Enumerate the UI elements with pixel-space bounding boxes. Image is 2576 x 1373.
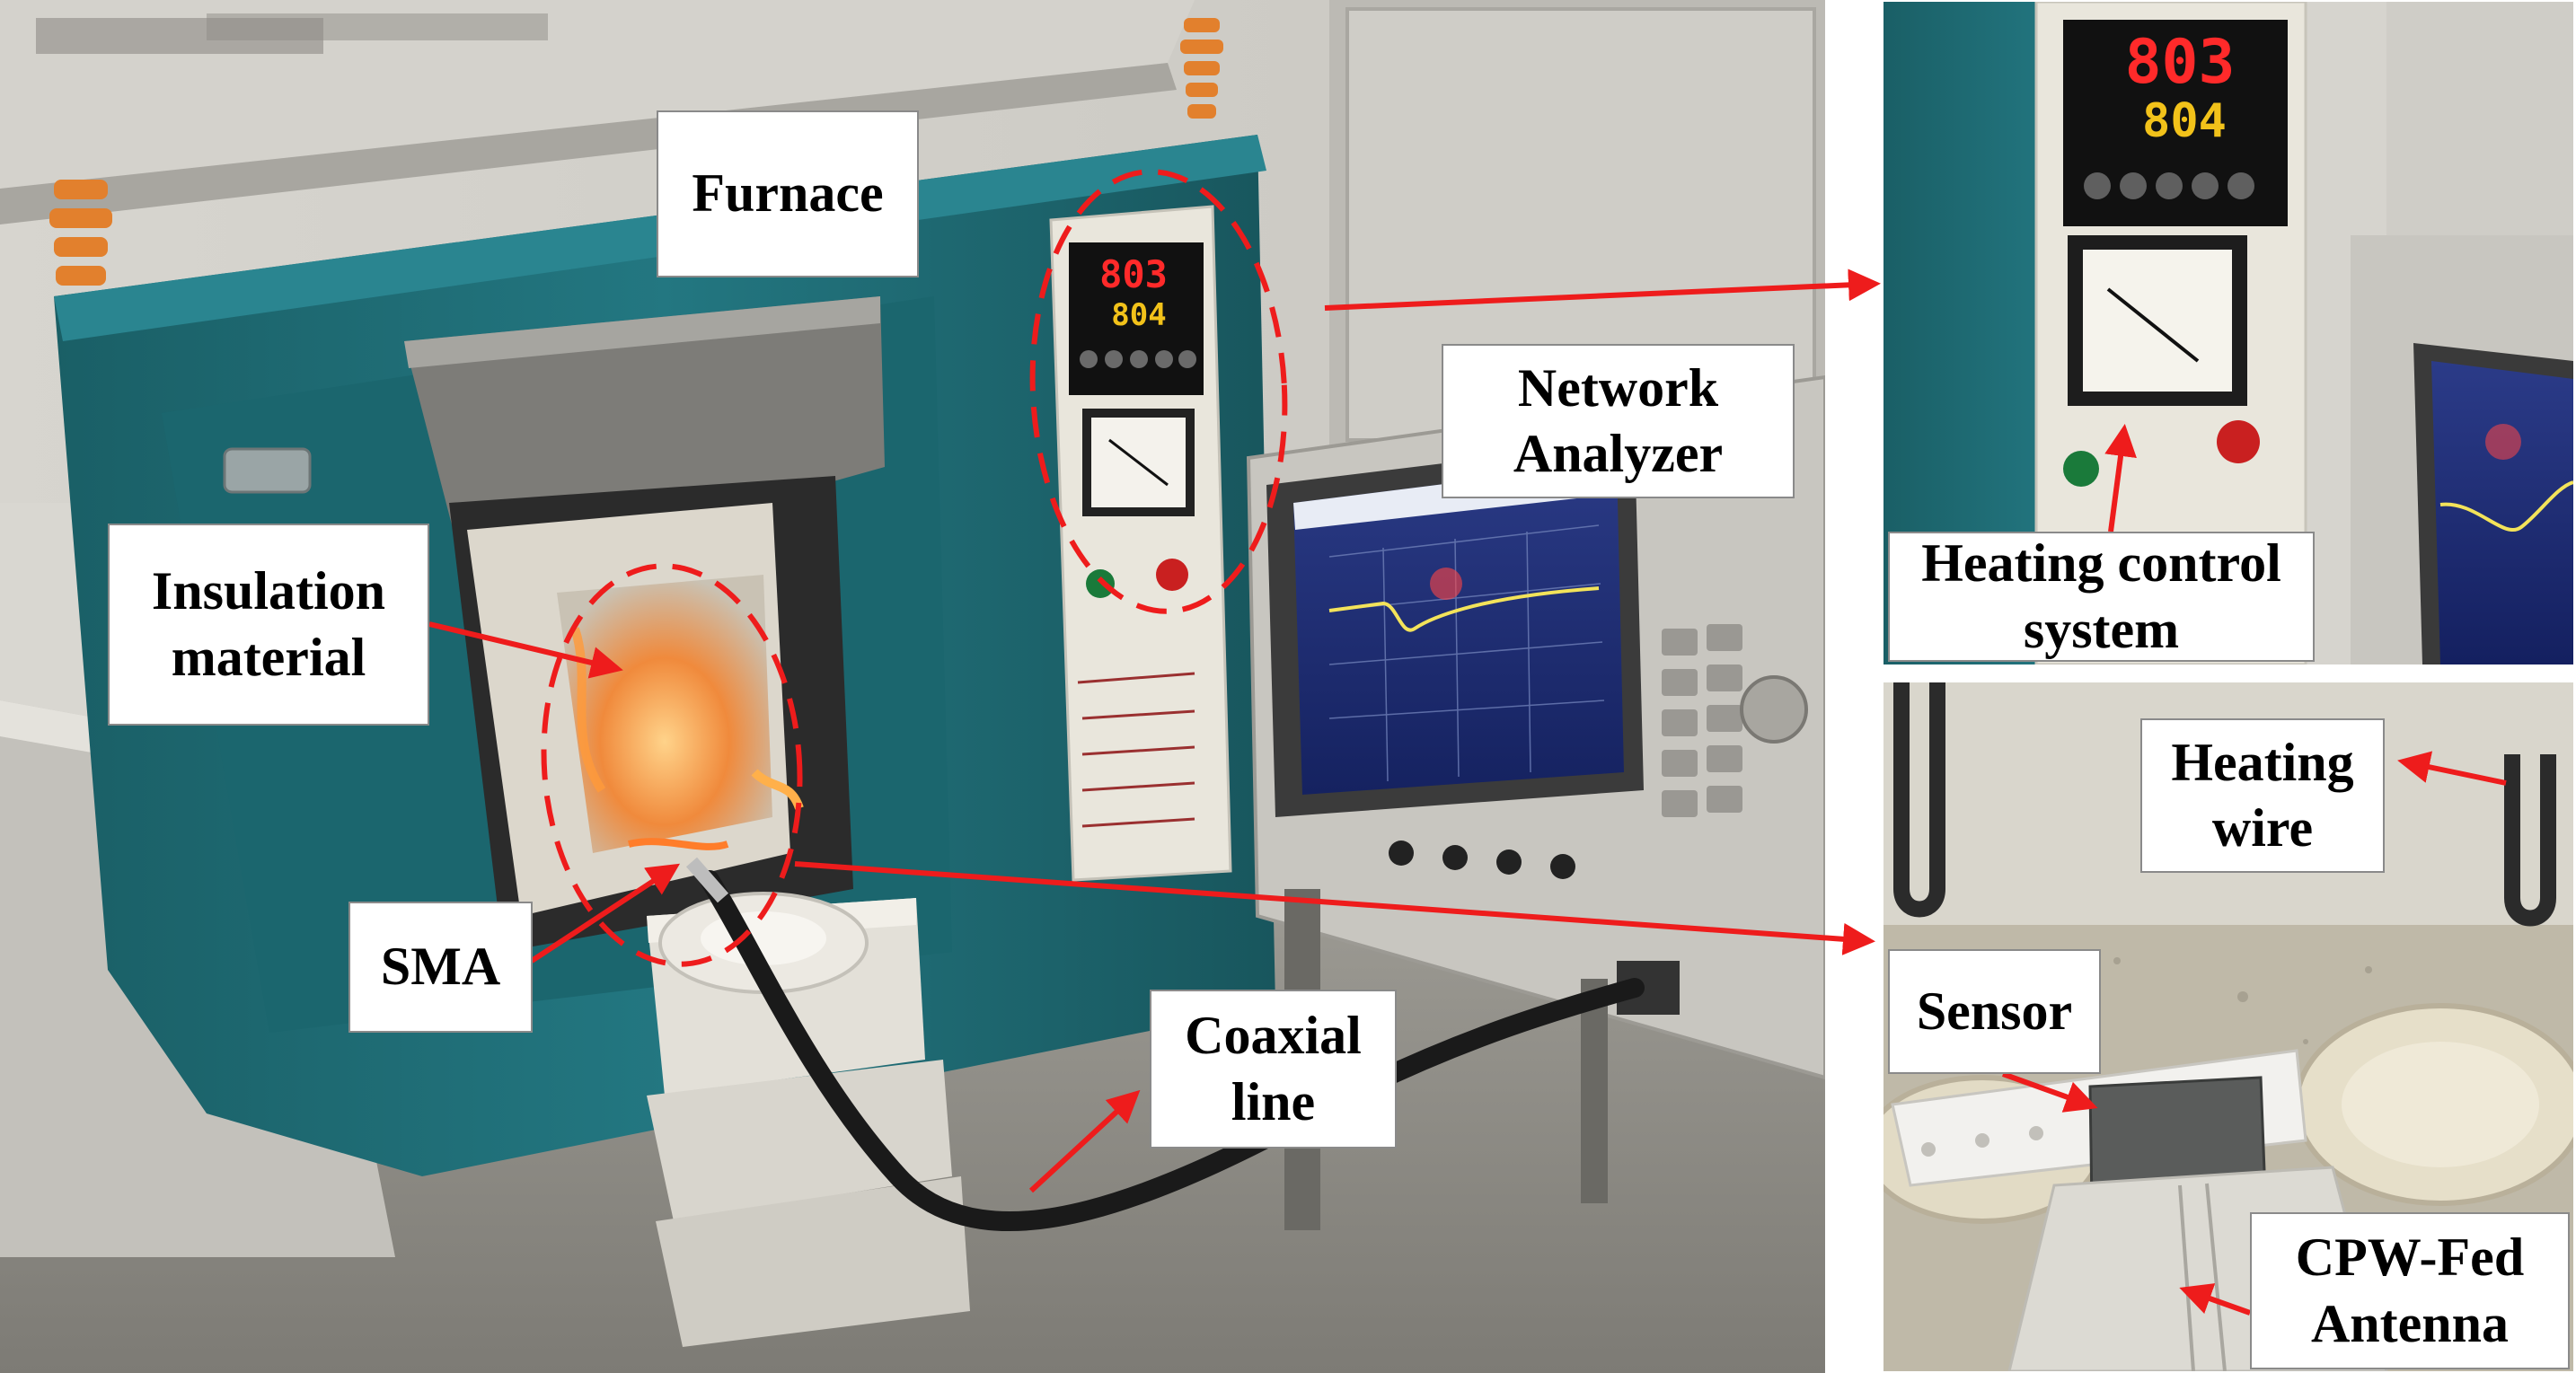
label-heating-control-line2: system (2023, 599, 2180, 659)
label-sma: SMA (348, 902, 533, 1033)
insulator-right (1180, 18, 1223, 119)
temp-main-readout: 803 (1099, 252, 1168, 296)
label-insulation-line2: material (171, 627, 366, 687)
inset-temp-main-readout: 803 (2125, 27, 2236, 98)
label-sma-text: SMA (380, 937, 501, 997)
label-sensor: Sensor (1888, 949, 2101, 1074)
label-coaxial-line2: line (1231, 1071, 1316, 1131)
label-heating-wire: Heating wire (2140, 718, 2385, 873)
label-heating-control-system: Heating control system (1888, 532, 2315, 662)
label-heating-wire-line2: wire (2211, 798, 2314, 858)
label-insulation-material: Insulation material (108, 524, 429, 726)
label-network-analyzer: Network Analyzer (1442, 344, 1795, 498)
label-cpw-line2: Antenna (2310, 1293, 2510, 1353)
label-network-analyzer-line2: Analyzer (1513, 424, 1724, 483)
label-heating-wire-line1: Heating (2171, 732, 2354, 792)
temp-set-readout: 804 (1111, 297, 1166, 333)
label-cpw-fed-antenna: CPW-Fed Antenna (2250, 1212, 2570, 1369)
label-insulation-line1: Insulation (151, 561, 386, 621)
label-furnace: Furnace (657, 110, 919, 277)
label-network-analyzer-line1: Network (1517, 357, 1719, 418)
label-coaxial-line: Coaxial line (1150, 990, 1397, 1149)
label-cpw-line1: CPW-Fed (2295, 1228, 2525, 1288)
label-sensor-text: Sensor (1916, 981, 2073, 1041)
label-coaxial-line1: Coaxial (1185, 1006, 1362, 1066)
label-furnace-text: Furnace (692, 163, 884, 224)
inset-temp-set-readout: 804 (2142, 94, 2227, 148)
label-heating-control-line1: Heating control (1921, 533, 2281, 594)
